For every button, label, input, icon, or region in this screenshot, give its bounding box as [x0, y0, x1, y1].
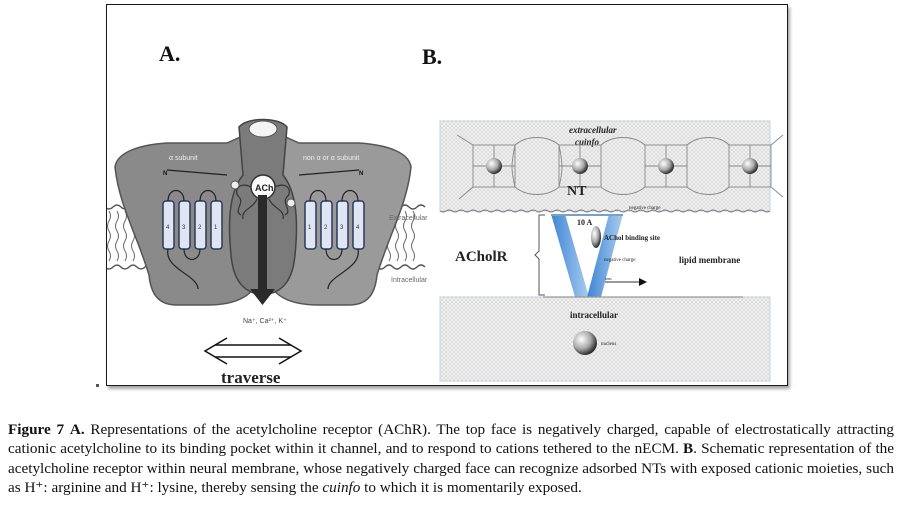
n-terminal-right: N	[359, 171, 363, 177]
negative-charge-top-label: negative charge	[629, 206, 661, 211]
lipid-membrane-label: lipid membrane	[679, 255, 740, 265]
binding-site-molecule	[591, 226, 601, 248]
helix-label: 3	[340, 225, 344, 231]
ion-flow-arrowhead	[250, 289, 275, 305]
binding-site-label: AChol binding site	[604, 234, 660, 242]
panel-a-receptor: α subunit non α or α subunit N N ACh	[107, 118, 428, 385]
caption-end-text: to which it is momentarily exposed.	[360, 479, 582, 497]
receptor-label: ACholR	[455, 249, 508, 265]
caption-figure-label: Figure 7	[8, 421, 65, 438]
distance-label: 10 A	[577, 218, 593, 227]
nt-molecule	[658, 158, 674, 174]
receptor-wall-left	[551, 214, 589, 297]
nt-molecule	[486, 158, 502, 174]
helix-label: 4	[166, 225, 170, 231]
ion-list: Na⁺, Ca²⁺, K⁺	[243, 318, 287, 325]
caption-a-label: A.	[69, 421, 85, 438]
traverse-double-arrow	[203, 337, 303, 365]
panel-b-schematic: extracellular cuinfo	[439, 120, 784, 382]
caption-b-label: B	[683, 440, 694, 458]
alpha-subunit-right-label: non α or α subunit	[303, 155, 359, 162]
helix-label: 1	[214, 225, 218, 231]
ach-label: ACh	[255, 183, 274, 193]
helix-label: 4	[356, 225, 360, 231]
helix-label: 2	[324, 225, 328, 231]
receptor-wall-right	[587, 214, 623, 297]
figure-illustration: α subunit non α or α subunit N N ACh	[107, 118, 784, 385]
intracellular-label-a: Intracellular	[391, 277, 428, 284]
stray-mark	[96, 384, 99, 387]
helix-label: 1	[308, 225, 312, 231]
caption-a-text: Representations of the acetylcholine rec…	[8, 421, 894, 458]
traverse-label: traverse	[221, 368, 281, 385]
panel-a-label: A.	[159, 41, 181, 66]
nucleus-label: nucleus	[601, 342, 616, 347]
extracellular-label-b: extracellular	[569, 125, 617, 135]
ion-flow-arrow	[258, 195, 267, 291]
panel-b-label: B.	[422, 44, 443, 69]
negative-charge-label: negative charge	[604, 258, 636, 263]
caption-italic-term: cuinfo	[322, 479, 361, 497]
figure-frame: A. B.	[106, 4, 788, 386]
nt-molecule	[572, 158, 588, 174]
transmembrane-helices-right: 1 2 3 4	[304, 189, 365, 290]
transmembrane-helices-left: 4 3 2 1	[162, 189, 223, 290]
nt-molecule	[742, 158, 758, 174]
ion-direction-label: ions	[605, 276, 612, 281]
caption-b-text: . Schematic representation of the acetyl…	[8, 440, 894, 497]
nt-label: NT	[567, 184, 587, 199]
extracellular-label-a: Extracellular	[389, 215, 428, 222]
helix-label: 3	[182, 225, 186, 231]
cuinfo-label: cuinfo	[575, 137, 600, 147]
nucleus-sphere	[573, 331, 597, 355]
receptor-brace	[534, 214, 545, 296]
n-terminal-left: N	[163, 171, 167, 177]
intracellular-region	[439, 296, 771, 382]
figure-caption: Figure 7 A. Representations of the acety…	[8, 420, 894, 498]
helix-label: 2	[198, 225, 202, 231]
intracellular-label-b: intracellular	[570, 310, 618, 320]
alpha-subunit-left-label: α subunit	[169, 155, 198, 162]
